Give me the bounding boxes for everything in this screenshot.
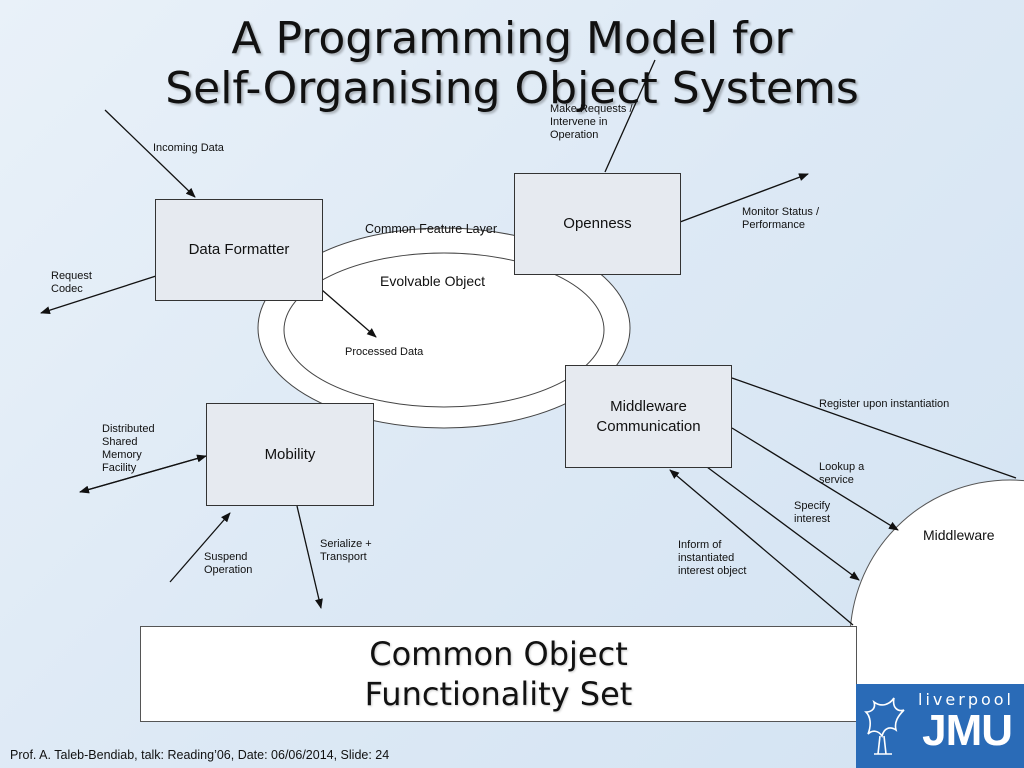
inform-label: Inform of instantiated interest object [678,539,746,578]
common-object-box: Common Object Functionality Set [140,626,857,722]
incoming-data-label: Incoming Data [153,142,224,154]
make-requests-arrow [604,59,656,173]
serialize-label: Serialize + Transport [320,538,372,564]
dsm-line-4: Facility [102,462,137,474]
specify-interest-arrow [706,466,860,581]
middleware-comm-label-1: Middleware [610,397,687,415]
lookup-label: Lookup a service [819,461,864,487]
specify-line-2: interest [794,513,831,525]
monitor-status-label: Monitor Status / Performance [742,206,819,232]
mobility-label: Mobility [264,445,316,463]
liverpool-jmu-logo: liverpool JMU [856,684,1024,768]
request-codec-arrow [40,275,157,315]
make-requests-line-2: Intervene in [550,116,608,128]
slide-title: A Programming Model for Self-Organising … [0,14,1024,114]
make-requests-line-3: Operation [550,129,599,141]
mobility-box: Mobility [206,403,374,506]
middleware-label: Middleware [923,527,995,543]
dsm-line-1: Distributed [102,423,155,435]
slide-footer: Prof. A. Taleb-Bendiab, talk: Reading’06… [10,748,390,762]
processed-data-arrow [321,289,377,338]
specify-line-1: Specify [794,500,831,512]
evolvable-object-label: Evolvable Object [380,273,486,289]
dsm-label: Distributed Shared Memory Facility [102,423,155,475]
lookup-line-2: service [819,474,854,486]
serialize-line-1: Serialize + [320,538,372,550]
liver-bird-icon [864,697,905,755]
dsm-arrow-back [79,454,207,493]
openness-box: Openness [514,173,681,275]
common-feature-layer-label: Common Feature Layer [365,222,498,236]
lookup-line-1: Lookup a [819,461,865,473]
suspend-arrow [169,512,231,583]
logo-liverpool-text: liverpool [918,690,1014,709]
dsm-line-2: Shared [102,436,138,448]
inform-line-2: instantiated [678,552,735,564]
suspend-line-2: Operation [204,564,253,576]
inform-line-3: interest object [678,565,747,577]
common-object-line-1: Common Object [369,635,628,673]
specify-interest-label: Specify interest [794,500,830,526]
middleware-communication-box: Middleware Communication [565,365,732,468]
monitor-line-2: Performance [742,219,805,231]
suspend-line-1: Suspend [204,551,248,563]
logo-jmu-text: JMU [922,706,1013,755]
serialize-line-2: Transport [320,551,367,563]
title-line-1: A Programming Model for [231,13,793,64]
common-object-line-2: Functionality Set [364,675,633,713]
inform-arrow [669,469,854,626]
title-line-2: Self-Organising Object Systems [165,63,859,114]
lookup-arrow [731,427,899,531]
data-formatter-box: Data Formatter [155,199,323,301]
data-formatter-label: Data Formatter [188,241,290,258]
monitor-status-arrow [679,173,809,223]
monitor-line-1: Monitor Status / [742,206,820,218]
request-codec-line-1: Request [51,270,92,282]
inform-line-1: Inform of [678,539,722,551]
dsm-line-3: Memory [102,449,142,461]
register-arrow [731,377,1017,479]
incoming-data-arrow [104,109,196,198]
request-codec-line-2: Codec [51,283,83,295]
evolvable-object-ellipse [283,252,605,408]
openness-label: Openness [563,215,632,232]
make-requests-line-1: Make Requests / [550,103,633,115]
request-codec-label: Request Codec [51,270,92,296]
serialize-arrow [296,505,323,609]
middleware-comm-label-2: Communication [596,417,701,435]
register-label: Register upon instantiation [819,398,950,410]
processed-data-label: Processed Data [345,346,424,358]
suspend-label: Suspend Operation [204,551,252,577]
make-requests-label: Make Requests / Intervene in Operation [550,103,633,142]
